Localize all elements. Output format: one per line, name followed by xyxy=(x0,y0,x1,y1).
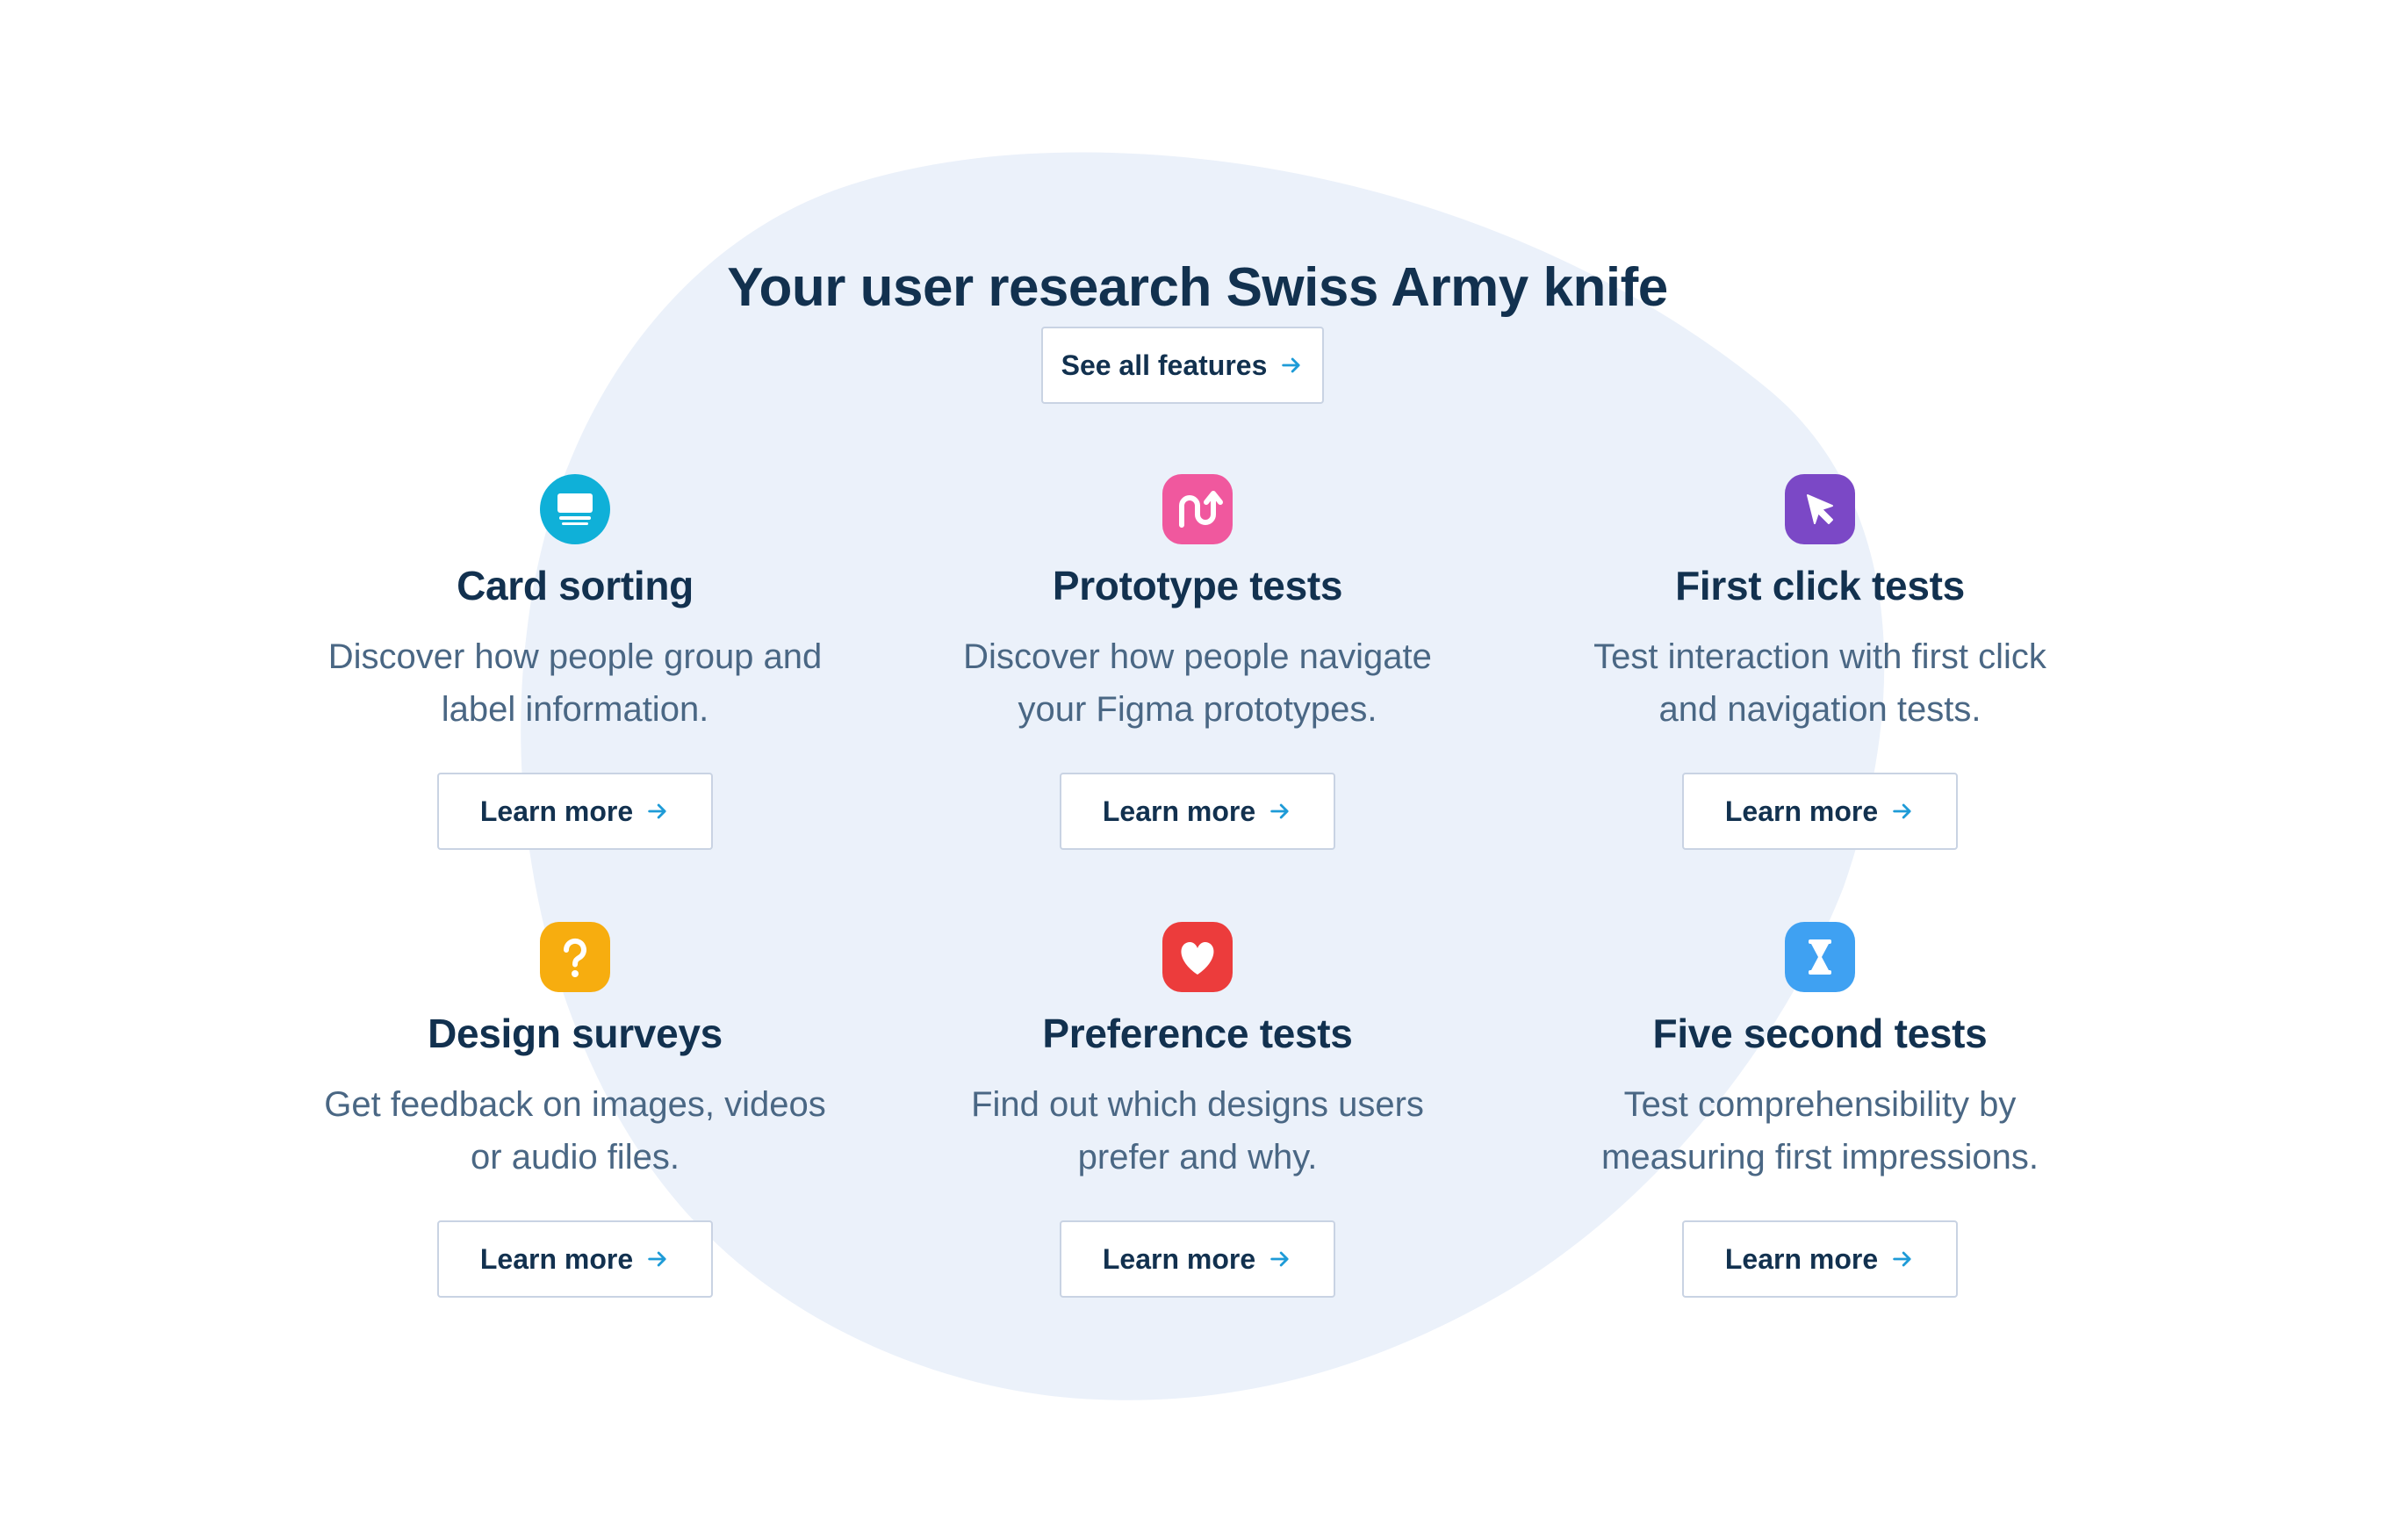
arrow-right-icon xyxy=(1279,353,1304,378)
arrow-right-icon xyxy=(645,799,670,824)
learn-more-label: Learn more xyxy=(479,1242,634,1275)
feature-description-line-1: Discover how people navigate xyxy=(963,637,1432,676)
learn-more-label: Learn more xyxy=(1102,1242,1256,1275)
feature-description: Find out which designs users prefer and … xyxy=(934,1078,1461,1184)
feature-description-line-1: Test comprehensibility by xyxy=(1623,1085,2017,1124)
arrow-right-icon xyxy=(1890,1247,1915,1271)
hourglass-icon xyxy=(1785,922,1855,992)
feature-title: First click tests xyxy=(1675,563,1965,608)
feature-description-line-2: or audio files. xyxy=(471,1138,680,1177)
learn-more-label: Learn more xyxy=(1724,795,1879,827)
feature-description-line-2: and navigation tests. xyxy=(1658,690,1981,729)
feature-description-line-2: label information. xyxy=(441,690,709,729)
feature-description-line-1: Find out which designs users xyxy=(971,1085,1424,1124)
feature-description-line-1: Get feedback on images, videos xyxy=(324,1085,826,1124)
feature-description-line-2: your Figma prototypes. xyxy=(1018,690,1377,729)
prototype-icon xyxy=(1162,474,1233,544)
card-sorting-icon xyxy=(540,474,610,544)
feature-description: Discover how people navigate your Figma … xyxy=(934,630,1461,736)
learn-more-first-click-tests-button[interactable]: Learn more xyxy=(1682,773,1958,850)
learn-more-card-sorting-button[interactable]: Learn more xyxy=(437,773,713,850)
feature-description: Discover how people group and label info… xyxy=(312,630,838,736)
cursor-icon xyxy=(1785,474,1855,544)
learn-more-five-second-tests-button[interactable]: Learn more xyxy=(1682,1220,1958,1298)
learn-more-label: Learn more xyxy=(1102,795,1256,827)
feature-title: Five second tests xyxy=(1652,1011,1988,1056)
feature-description: Get feedback on images, videos or audio … xyxy=(312,1078,838,1184)
learn-more-label: Learn more xyxy=(479,795,634,827)
feature-title: Card sorting xyxy=(457,563,694,608)
feature-title: Prototype tests xyxy=(1052,563,1343,608)
learn-more-preference-tests-button[interactable]: Learn more xyxy=(1060,1220,1335,1298)
arrow-right-icon xyxy=(645,1247,670,1271)
see-all-features-button[interactable]: See all features xyxy=(1041,327,1324,404)
arrow-right-icon xyxy=(1890,799,1915,824)
learn-more-design-surveys-button[interactable]: Learn more xyxy=(437,1220,713,1298)
feature-title: Preference tests xyxy=(1042,1011,1353,1056)
question-icon xyxy=(540,922,610,992)
arrow-right-icon xyxy=(1268,1247,1292,1271)
feature-description: Test comprehensibility by measuring firs… xyxy=(1557,1078,2083,1184)
see-all-features-label: See all features xyxy=(1061,349,1268,381)
heart-icon xyxy=(1162,922,1233,992)
feature-description-line-1: Discover how people group and xyxy=(327,637,823,676)
learn-more-prototype-tests-button[interactable]: Learn more xyxy=(1060,773,1335,850)
arrow-right-icon xyxy=(1268,799,1292,824)
feature-description-line-2: measuring first impressions. xyxy=(1601,1138,2039,1177)
page-title: Your user research Swiss Army knife xyxy=(727,257,1668,318)
learn-more-label: Learn more xyxy=(1724,1242,1879,1275)
feature-description: Test interaction with first click and na… xyxy=(1557,630,2083,736)
feature-description-line-2: prefer and why. xyxy=(1077,1138,1318,1177)
feature-description-line-1: Test interaction with first click xyxy=(1593,637,2046,676)
feature-title: Design surveys xyxy=(428,1011,723,1056)
